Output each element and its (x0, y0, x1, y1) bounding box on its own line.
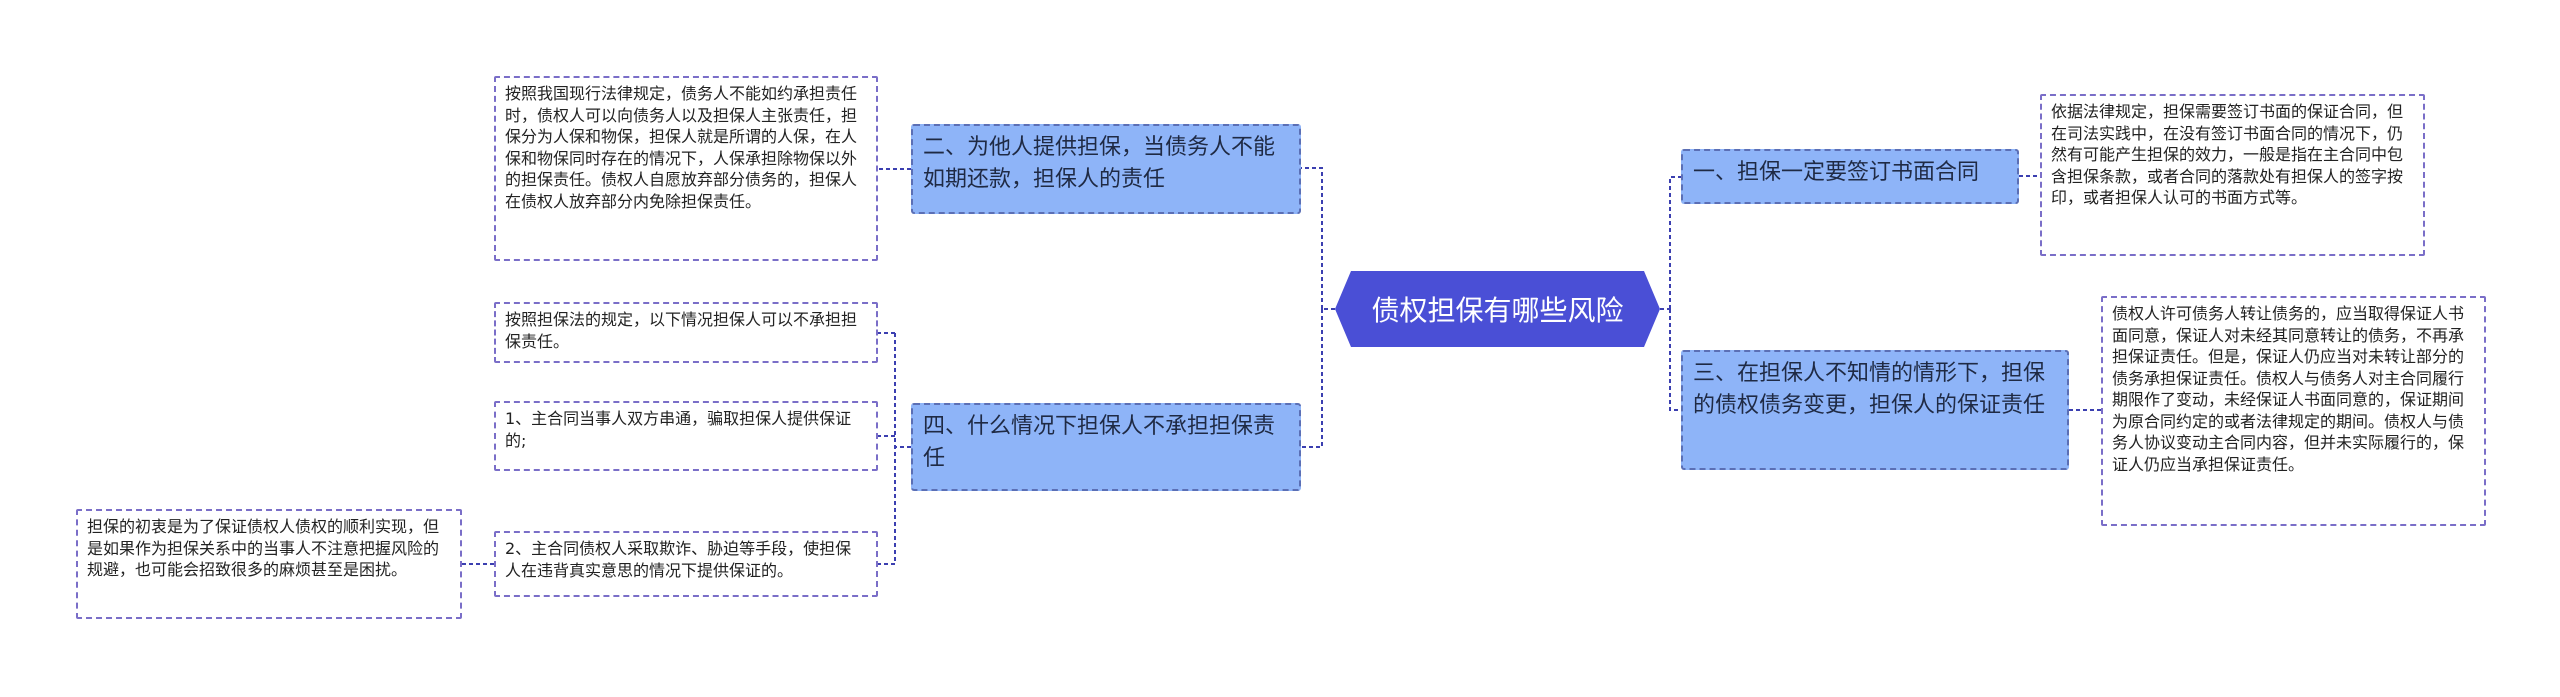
topic-guarantor-liability[interactable]: 二、为他人提供担保，当债务人不能如期还款，担保人的责任 (911, 124, 1301, 214)
root-node[interactable]: 债权担保有哪些风险 (1335, 271, 1660, 347)
detail-text: 担保的初衷是为了保证债权人债权的顺利实现，但是如果作为担保关系中的当事人不注意把… (87, 517, 440, 579)
detail-text: 1、主合同当事人双方串通，骗取担保人提供保证的; (505, 409, 852, 450)
connector-root-t3 (1669, 309, 1681, 411)
connector-t4-d4 (878, 332, 911, 565)
detail-risk-note[interactable]: 担保的初衷是为了保证债权人债权的顺利实现，但是如果作为担保关系中的当事人不注意把… (76, 509, 462, 619)
root-node-shape (1335, 271, 1660, 347)
topic-label: 一、担保一定要签订书面合同 (1693, 160, 1980, 185)
detail-text: 依据法律规定，担保需要签订书面的保证合同，但在司法实践中，在没有签订书面合同的情… (2051, 102, 2404, 207)
detail-text: 债权人许可债务人转让债务的，应当取得保证人书面同意，保证人对未经其同意转让的债务… (2112, 304, 2465, 474)
detail-written-contract[interactable]: 依据法律规定，担保需要签订书面的保证合同，但在司法实践中，在没有签订书面合同的情… (2040, 94, 2425, 256)
topic-written-contract[interactable]: 一、担保一定要签订书面合同 (1681, 149, 2019, 204)
detail-text: 按照我国现行法律规定，债务人不能如约承担责任时，债权人可以向债务人以及担保人主张… (505, 84, 858, 211)
detail-guarantor-liability[interactable]: 按照我国现行法律规定，债务人不能如约承担责任时，债权人可以向债务人以及担保人主张… (494, 76, 878, 261)
connector-root-t4 (1301, 309, 1323, 448)
root-title: 债权担保有哪些风险 (1371, 294, 1624, 327)
topic-label: 四、什么情况下担保人不承担担保责任 (923, 414, 1276, 471)
topic-label: 二、为他人提供担保，当债务人不能如期还款，担保人的责任 (923, 135, 1276, 192)
topic-debt-change[interactable]: 三、在担保人不知情的情形下，担保的债权债务变更，担保人的保证责任 (1681, 350, 2069, 470)
topic-label: 三、在担保人不知情的情形下，担保的债权债务变更，担保人的保证责任 (1693, 361, 2046, 418)
detail-text: 按照担保法的规定，以下情况担保人可以不承担担保责任。 (505, 310, 858, 351)
topic-no-liability[interactable]: 四、什么情况下担保人不承担担保责任 (911, 403, 1301, 491)
detail-debt-change[interactable]: 债权人许可债务人转让债务的，应当取得保证人书面同意，保证人对未经其同意转让的债务… (2101, 296, 2486, 526)
detail-no-liability-item-2[interactable]: 2、主合同债权人采取欺诈、胁迫等手段，使担保人在违背真实意思的情况下提供保证的。 (494, 531, 878, 597)
detail-no-liability-intro[interactable]: 按照担保法的规定，以下情况担保人可以不承担担保责任。 (494, 302, 878, 363)
connector-root-t2 (1301, 167, 1335, 310)
detail-text: 2、主合同债权人采取欺诈、胁迫等手段，使担保人在违背真实意思的情况下提供保证的。 (505, 539, 852, 580)
detail-no-liability-item-1[interactable]: 1、主合同当事人双方串通，骗取担保人提供保证的; (494, 401, 878, 471)
connector-root-t1 (1660, 176, 1681, 310)
